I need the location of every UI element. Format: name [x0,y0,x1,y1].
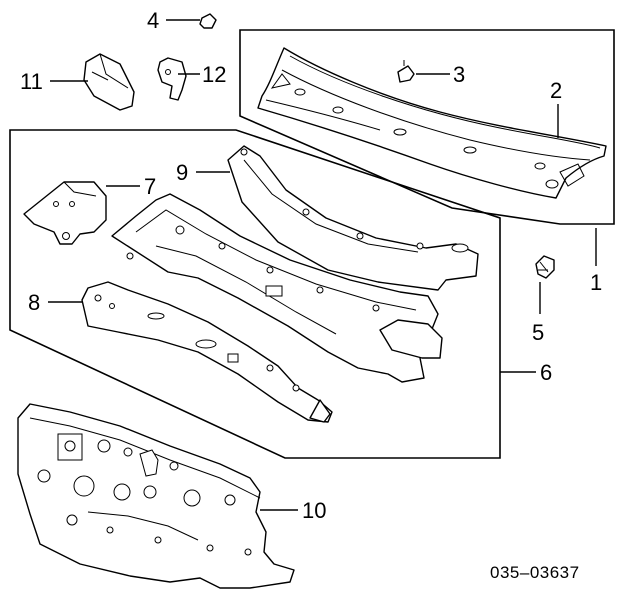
grommet-part-4 [199,13,217,29]
clip-part-3 [397,60,415,83]
callout-8: 8 [28,290,40,315]
callout-11: 11 [20,69,43,94]
callout-1: 1 [590,270,602,295]
clip-part-5 [535,255,555,279]
callout-labels: 4 11 12 3 2 1 5 6 7 8 9 10 [20,8,602,523]
cross-member-part-6 [111,193,443,383]
reference-code: 035–03637 [490,563,580,582]
callout-2: 2 [550,78,562,103]
bracket-part-12 [157,57,187,101]
group-1-frame [239,29,615,225]
leader-lines [48,19,597,511]
group-6-frame [9,129,501,459]
callout-7: 7 [144,174,156,199]
callout-5: 5 [532,320,544,345]
lower-member-part-8 [81,281,333,423]
callout-10: 10 [302,498,326,523]
callout-9: 9 [176,160,188,185]
cowl-top-panel [257,47,607,199]
callout-6: 6 [540,360,552,385]
upper-rail-part-9 [227,145,479,291]
bracket-part-11 [83,53,135,111]
bracket-part-7 [23,181,107,245]
callout-4: 4 [147,8,159,33]
dash-panel-part-10 [17,403,295,589]
callout-3: 3 [453,62,465,87]
callout-12: 12 [202,62,226,87]
